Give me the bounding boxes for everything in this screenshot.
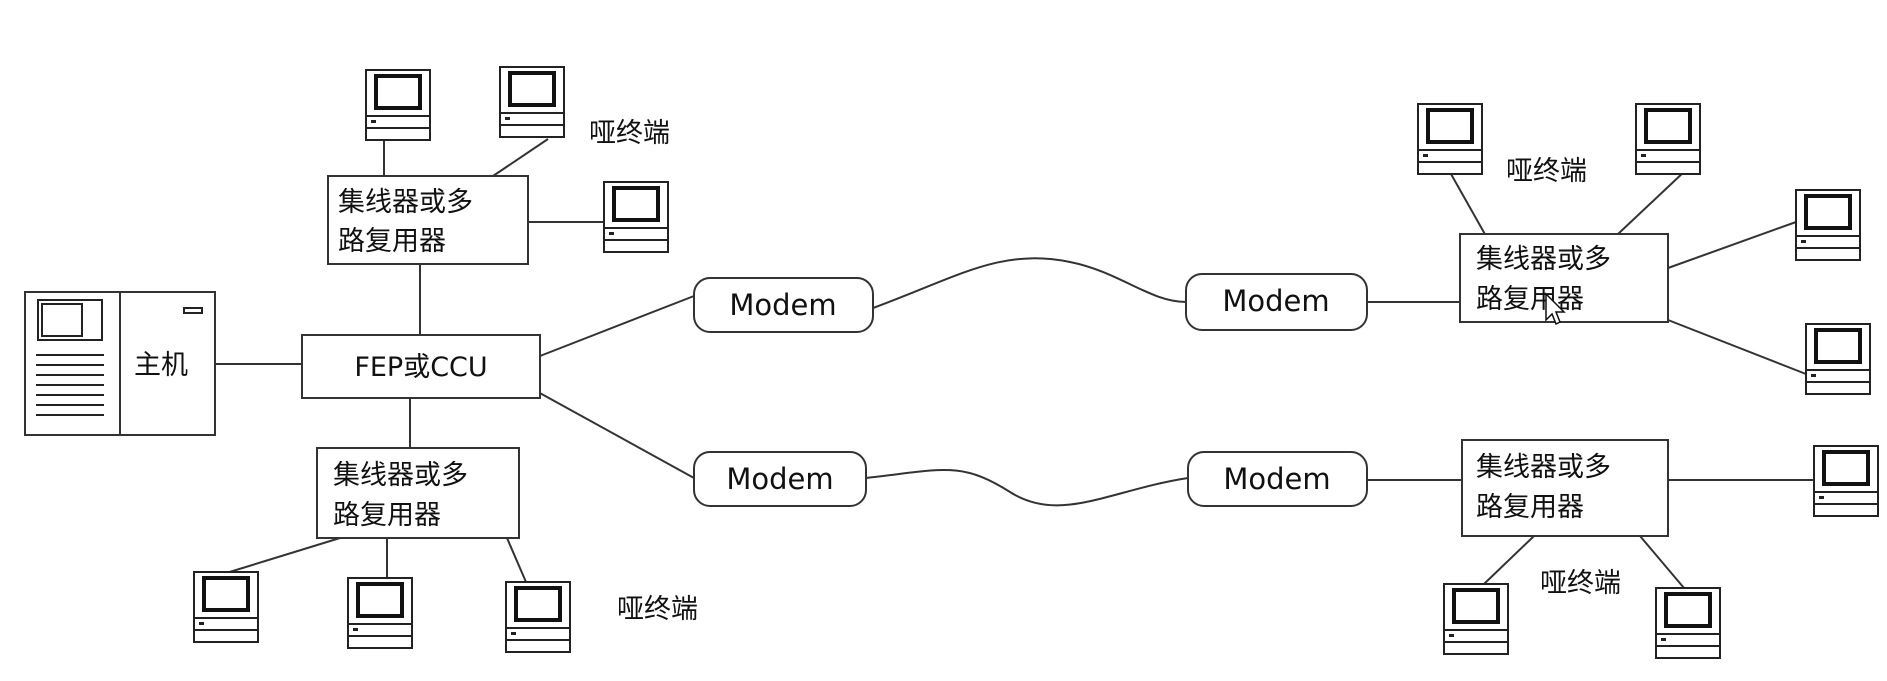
concentrator-top-left: 集线器或多 路复用器 xyxy=(327,175,529,265)
concentrator-top-right: 集线器或多 路复用器 xyxy=(1459,233,1669,323)
terminal-icon xyxy=(364,68,432,142)
terminal-icon xyxy=(1794,188,1862,262)
terminal-icon xyxy=(1416,102,1484,176)
concentrator-label-line2: 路复用器 xyxy=(333,500,441,531)
terminal-icon xyxy=(1654,586,1722,660)
modem-label: Modem xyxy=(1223,462,1330,496)
modem-right-bottom: Modem xyxy=(1187,451,1368,507)
modem-right-top: Modem xyxy=(1185,273,1368,331)
terminal-icon xyxy=(504,580,572,654)
modem-label: Modem xyxy=(726,462,833,496)
modem-left-bottom: Modem xyxy=(693,451,867,507)
terminal-icon xyxy=(498,65,566,139)
concentrator-bottom-right: 集线器或多 路复用器 xyxy=(1461,439,1669,537)
terminal-icon xyxy=(1634,102,1702,176)
modem-label: Modem xyxy=(729,288,836,322)
modem-left-top: Modem xyxy=(693,277,874,333)
terminal-icon xyxy=(1442,582,1510,656)
host-computer: 主机 xyxy=(24,291,216,436)
fep-label: FEP或CCU xyxy=(354,352,487,383)
terminal-icon xyxy=(1812,444,1880,518)
terminal-icon xyxy=(602,180,670,254)
fep-ccu-box: FEP或CCU xyxy=(301,334,541,399)
concentrator-label-line2: 路复用器 xyxy=(338,226,446,257)
terminal-icon xyxy=(1804,322,1872,396)
concentrator-bottom-left: 集线器或多 路复用器 xyxy=(316,447,520,539)
mouse-cursor-icon xyxy=(1545,292,1566,326)
modem-label: Modem xyxy=(1222,284,1329,318)
concentrator-label-line1: 集线器或多 xyxy=(1476,452,1611,483)
terminal-group-label: 哑终端 xyxy=(1506,156,1587,187)
host-label: 主机 xyxy=(134,350,188,381)
concentrator-label-line1: 集线器或多 xyxy=(338,187,473,218)
concentrator-label-line1: 集线器或多 xyxy=(333,460,468,491)
concentrator-label-line1: 集线器或多 xyxy=(1476,244,1611,275)
terminal-group-label: 哑终端 xyxy=(589,118,670,149)
concentrator-label-line2: 路复用器 xyxy=(1476,284,1584,315)
terminal-group-label: 哑终端 xyxy=(617,594,698,625)
connection-lines xyxy=(215,138,1814,589)
concentrator-label-line2: 路复用器 xyxy=(1476,492,1584,523)
terminal-icon xyxy=(346,576,414,650)
terminal-group-label: 哑终端 xyxy=(1540,568,1621,599)
terminal-icon xyxy=(192,570,260,644)
